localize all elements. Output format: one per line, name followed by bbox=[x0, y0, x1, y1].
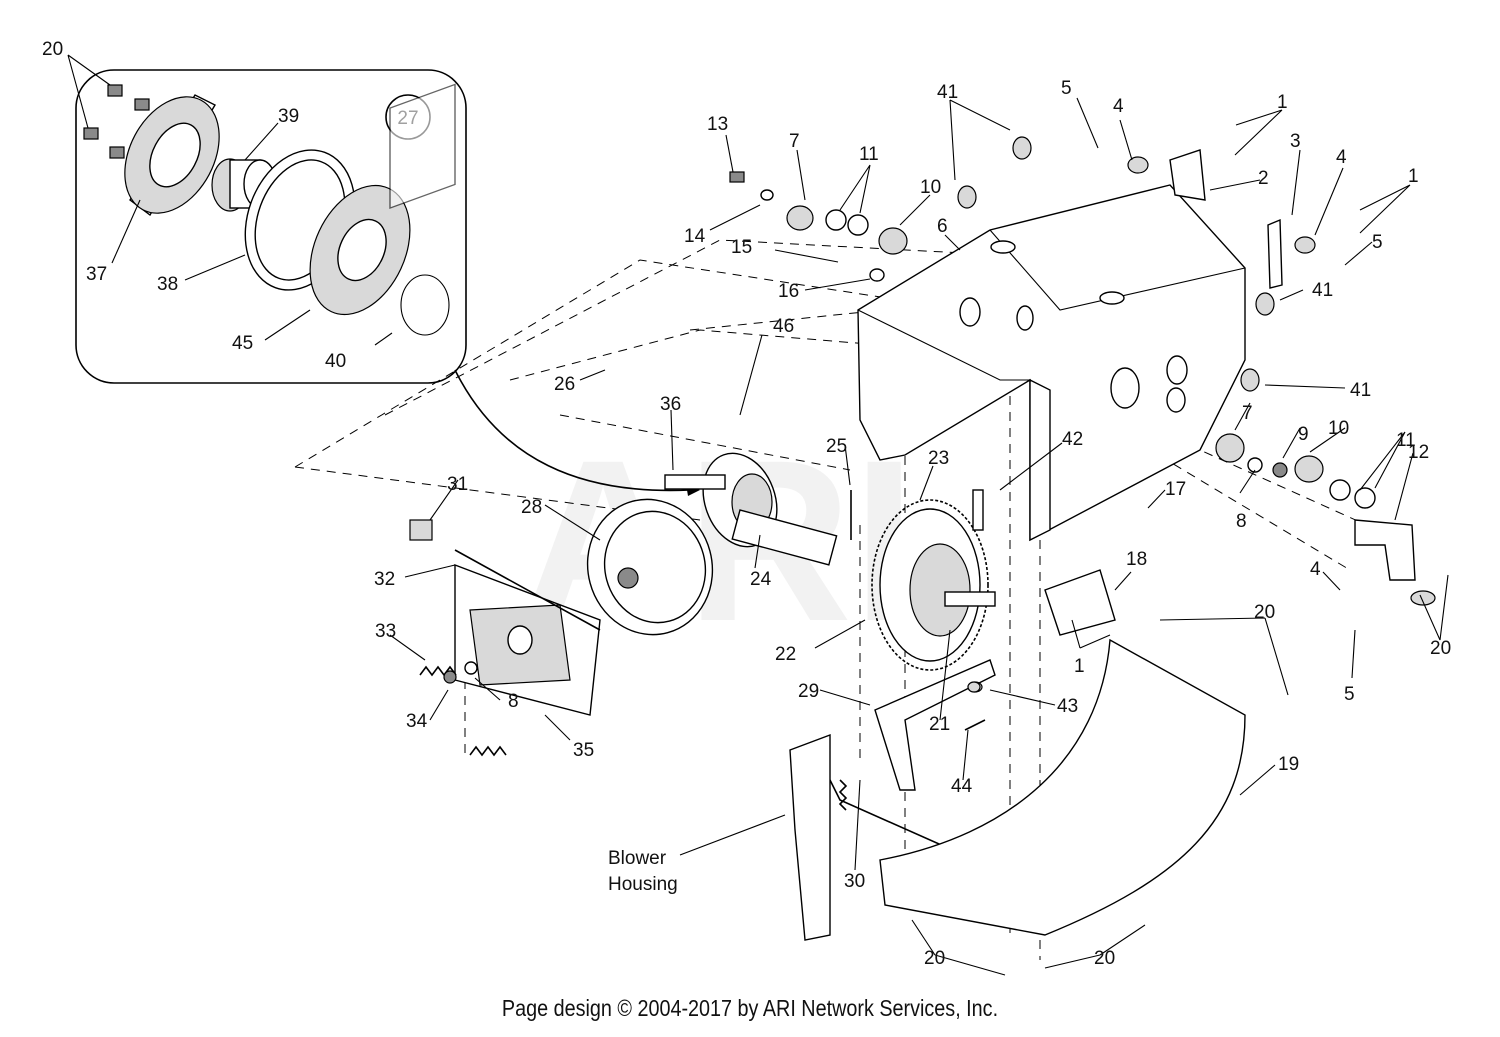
callout-46: 46 bbox=[773, 316, 794, 337]
callout-36: 36 bbox=[660, 394, 681, 415]
callout-29: 29 bbox=[798, 681, 819, 702]
callout-7: 7 bbox=[1242, 403, 1253, 424]
callout-23: 23 bbox=[928, 448, 949, 469]
callout-1: 1 bbox=[1408, 166, 1419, 187]
inset-label-40: 40 bbox=[325, 351, 346, 372]
callout-11: 11 bbox=[1396, 430, 1416, 451]
callout-26: 26 bbox=[554, 374, 575, 395]
callout-22: 22 bbox=[775, 644, 796, 665]
callout-35: 35 bbox=[573, 740, 594, 761]
callout-10: 10 bbox=[920, 177, 941, 198]
frame-part-6 bbox=[857, 184, 1246, 542]
callout-20: 20 bbox=[1430, 638, 1451, 659]
callout-41: 41 bbox=[1312, 280, 1333, 301]
inset-label-38: 38 bbox=[157, 274, 178, 295]
callout-30: 30 bbox=[844, 871, 865, 892]
callout-34: 34 bbox=[406, 711, 428, 732]
callout-42: 42 bbox=[1062, 429, 1083, 450]
callout-3: 3 bbox=[1290, 131, 1301, 152]
callout-24: 24 bbox=[750, 569, 772, 590]
callout-16: 16 bbox=[778, 281, 799, 302]
callout-14: 14 bbox=[684, 226, 706, 247]
inset-label-45: 45 bbox=[232, 333, 253, 354]
callout-17: 17 bbox=[1165, 479, 1186, 500]
inset-label-20: 20 bbox=[42, 39, 63, 60]
callout-28: 28 bbox=[521, 497, 542, 518]
hub-part-24 bbox=[664, 452, 838, 566]
callout-32: 32 bbox=[374, 569, 395, 590]
inset-label-39: 39 bbox=[278, 106, 299, 127]
callout-5: 5 bbox=[1061, 78, 1072, 99]
inset-screws bbox=[83, 84, 150, 159]
callout-8: 8 bbox=[1236, 511, 1247, 532]
callout-9: 9 bbox=[1298, 424, 1309, 445]
callout-11: 11 bbox=[859, 144, 879, 165]
callout-25: 25 bbox=[826, 436, 847, 457]
inset-panel: 27 20 39 37 38 bbox=[42, 39, 467, 384]
callout-labels: 41 5 4 1 13 7 11 10 3 4 1 2 14 6 15 5 16… bbox=[374, 78, 1451, 969]
callout-5: 5 bbox=[1344, 684, 1355, 705]
callout-2: 2 bbox=[1258, 168, 1269, 189]
callout-13: 13 bbox=[707, 114, 728, 135]
inset-label-37: 37 bbox=[86, 264, 107, 285]
callout-6: 6 bbox=[937, 216, 948, 237]
callout-5: 5 bbox=[1372, 232, 1383, 253]
callout-20: 20 bbox=[924, 948, 945, 969]
callout-41: 41 bbox=[937, 82, 958, 103]
pulley-part-28 bbox=[586, 498, 714, 636]
callout-7: 7 bbox=[789, 131, 800, 152]
callout-33: 33 bbox=[375, 621, 396, 642]
callout-21: 21 bbox=[929, 714, 950, 735]
callout-19: 19 bbox=[1278, 754, 1299, 775]
copyright-footer: Page design © 2004-2017 by ARI Network S… bbox=[501, 995, 999, 1021]
callout-18: 18 bbox=[1126, 549, 1147, 570]
callout-41: 41 bbox=[1350, 380, 1371, 401]
callout-12: 12 bbox=[1408, 442, 1429, 463]
callout-20: 20 bbox=[1094, 948, 1115, 969]
callout-leaders bbox=[389, 97, 1449, 976]
callout-43: 43 bbox=[1057, 696, 1078, 717]
callout-15: 15 bbox=[731, 237, 752, 258]
blower-housing-label-line2: Housing bbox=[608, 874, 678, 895]
callout-4: 4 bbox=[1310, 559, 1321, 580]
blower-housing-label-line1: Blower bbox=[608, 848, 667, 869]
callout-20: 20 bbox=[1254, 602, 1275, 623]
callout-10: 10 bbox=[1328, 418, 1349, 439]
callout-1: 1 bbox=[1074, 656, 1085, 677]
callout-4: 4 bbox=[1336, 147, 1347, 168]
callout-44: 44 bbox=[951, 776, 973, 797]
callout-1: 1 bbox=[1277, 92, 1288, 113]
callout-31: 31 bbox=[447, 474, 468, 495]
gear-part-22 bbox=[871, 489, 996, 671]
callout-4: 4 bbox=[1113, 96, 1124, 117]
callout-8: 8 bbox=[508, 691, 519, 712]
